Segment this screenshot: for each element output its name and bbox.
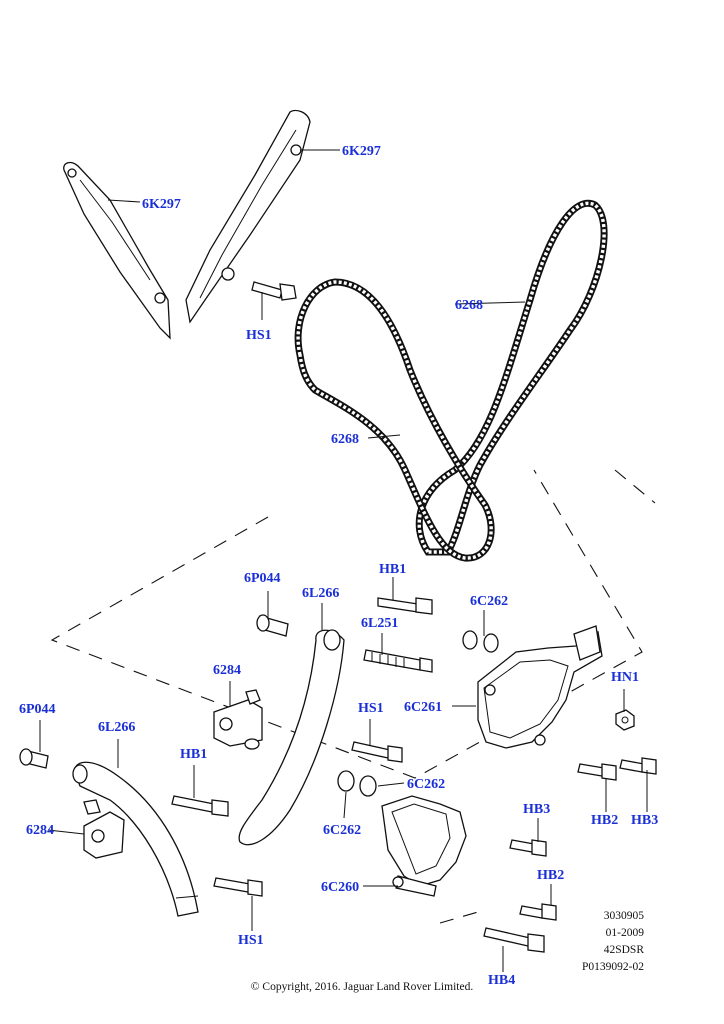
seals-6c262-low	[337, 770, 377, 797]
seals-6c262-top	[462, 630, 499, 653]
label-hb4: HB4	[488, 973, 515, 988]
label-6c262-top: 6C262	[470, 594, 508, 609]
label-6k297-right: 6K297	[342, 144, 381, 159]
housing-6c260	[381, 795, 467, 897]
pivot-bush-left	[19, 748, 49, 769]
tensioner-left	[83, 799, 125, 859]
label-6l251: 6L251	[361, 616, 398, 631]
label-6l266-right: 6L266	[302, 586, 339, 601]
timing-chain-lower	[294, 278, 495, 562]
label-6k297-left: 6K297	[142, 197, 181, 212]
bolt-hs1-low	[213, 877, 263, 897]
reference-date: 01-2009	[605, 927, 644, 939]
label-hb3-mid: HB3	[523, 802, 550, 817]
stud-l251	[363, 649, 433, 673]
label-6p044-right: 6P044	[244, 571, 281, 586]
label-hb2-right: HB2	[591, 813, 618, 828]
reference-code: 42SDSR	[603, 944, 644, 956]
pivot-bush-right	[256, 614, 289, 637]
bolt-hb2-low	[519, 903, 557, 921]
label-hs1-low: HS1	[238, 933, 264, 948]
label-hs1-mid: HS1	[358, 701, 384, 716]
label-6268-upper: 6268	[455, 298, 483, 313]
label-hb2-low: HB2	[537, 868, 564, 883]
bolt-hb1-top	[377, 597, 433, 615]
bolt-hb3-right	[619, 757, 657, 775]
tensioner-arm-left	[72, 761, 199, 917]
label-hb1-left: HB1	[180, 747, 207, 762]
bolt-hb3-mid	[509, 839, 547, 857]
label-6l266-left: 6L266	[98, 720, 135, 735]
label-6c262-low: 6C262	[323, 823, 361, 838]
leader-lines	[39, 149, 648, 972]
reference-code: 3030905	[603, 910, 644, 922]
reference-code: P0139092-02	[582, 961, 644, 973]
bolt-hb1-left	[171, 795, 229, 817]
label-6284-left: 6284	[26, 823, 54, 838]
label-6p044-left: 6P044	[19, 702, 56, 717]
tensioner-arm-right	[238, 629, 345, 846]
bolt-hs1-top	[251, 281, 297, 301]
timing-chain-upper	[415, 199, 608, 556]
label-hb3-right: HB3	[631, 813, 658, 828]
copyright-notice: © Copyright, 2016. Jaguar Land Rover Lim…	[250, 981, 474, 993]
housing-6c261	[477, 625, 603, 749]
bolt-hb4	[483, 927, 545, 953]
label-6c260: 6C260	[321, 880, 359, 895]
label-6268-lower: 6268	[331, 432, 359, 447]
chain-guide-left	[63, 161, 171, 340]
label-hb1-top: HB1	[379, 562, 406, 577]
chain-guide-right	[185, 109, 311, 324]
bolt-hs1-mid	[351, 741, 403, 763]
label-hn1: HN1	[611, 670, 639, 685]
reference-codes: 3030905 01-2009 42SDSR P0139092-02	[582, 908, 644, 976]
label-6c261: 6C261	[404, 700, 442, 715]
label-hs1-top: HS1	[246, 328, 272, 343]
label-6c262-mid: 6C262	[407, 777, 445, 792]
label-6284-right: 6284	[213, 663, 241, 678]
bolt-hb2-right	[577, 763, 617, 781]
nut-hn1	[615, 709, 635, 731]
tensioner-right	[213, 689, 263, 750]
engine-block-outline	[50, 469, 656, 924]
